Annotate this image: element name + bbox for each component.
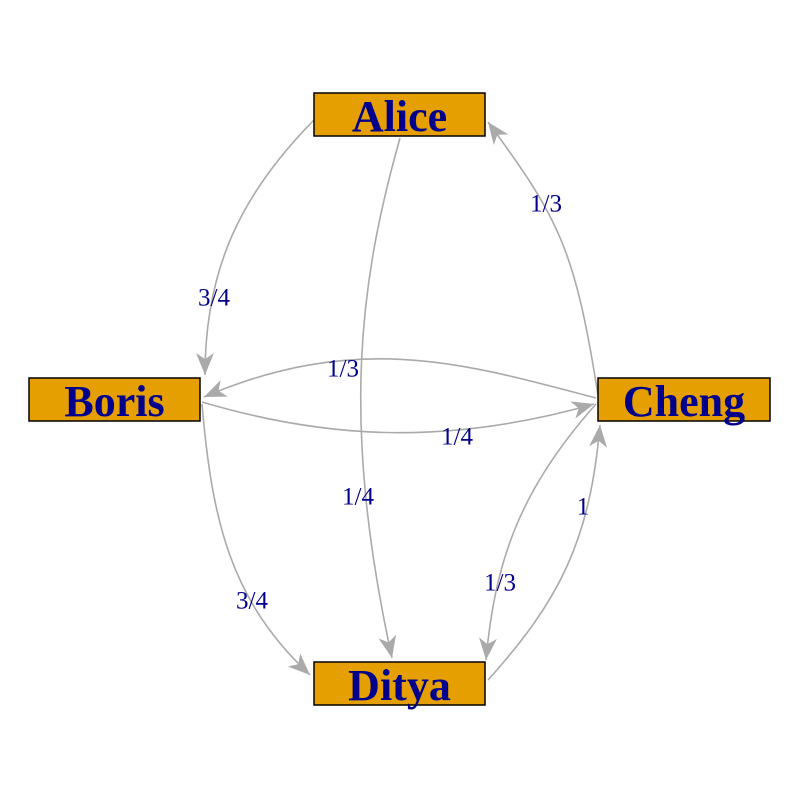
arrowhead-cheng-boris [204,380,228,397]
edge-cheng-alice [487,121,599,396]
node-ditya-label: Ditya [348,661,451,710]
edge-cheng-boris [203,358,597,399]
edges-layer [196,119,608,681]
node-ditya[interactable]: Ditya [313,661,486,710]
node-alice-box [313,92,486,137]
edge-boris-cheng [201,401,595,434]
node-cheng-box [597,377,771,422]
node-alice-label: Alice [352,92,447,141]
node-cheng-label: Cheng [623,377,745,426]
edge-ditya-cheng [487,424,601,681]
node-alice[interactable]: Alice [313,92,486,141]
edge-alice-boris [204,119,315,376]
node-boris-label: Boris [64,377,164,426]
edge-label-cheng-ditya: 1/3 [484,570,516,597]
arrowhead-alice-boris [196,353,214,375]
arrowhead-cheng-ditya [479,637,497,660]
edge-cheng-ditya [485,403,597,661]
arrowhead-ditya-cheng [589,425,608,448]
edge-label-boris-ditya: 3/4 [236,588,268,615]
arrowhead-boris-cheng [570,401,594,419]
arrowhead-cheng-alice [488,122,509,146]
edge-label-alice-boris: 3/4 [198,285,230,312]
edge-alice-ditya [359,137,401,659]
node-cheng[interactable]: Cheng [597,377,771,426]
edge-labels-layer: 3/4 1/4 1/4 3/4 1/3 1/3 1/3 1 [198,191,589,615]
edge-label-cheng-boris: 1/3 [327,356,359,383]
node-boris-box [28,377,201,422]
node-boris[interactable]: Boris [28,377,201,426]
edge-boris-ditya [201,403,311,676]
arrowhead-boris-ditya [287,653,310,675]
arrowhead-alice-ditya [378,634,397,658]
edge-label-boris-cheng: 1/4 [441,424,473,451]
edge-label-ditya-cheng: 1 [577,494,590,521]
node-ditya-box [313,661,486,706]
edge-label-cheng-alice: 1/3 [530,191,562,218]
edge-label-alice-ditya: 1/4 [342,484,374,511]
